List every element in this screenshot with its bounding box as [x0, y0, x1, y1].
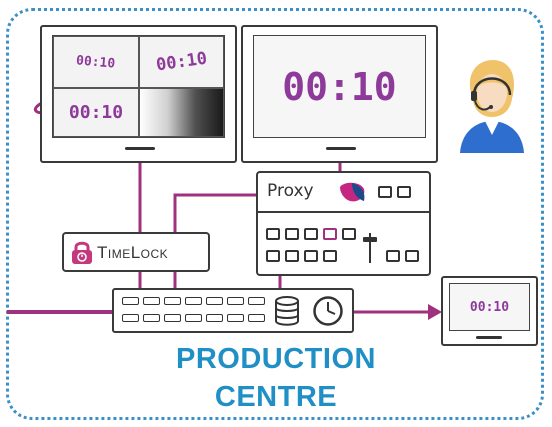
timelock-label: TimeLock: [97, 243, 169, 262]
multiviewer-gradient-tile: [139, 88, 224, 137]
panel-button[interactable]: [285, 250, 299, 262]
program-screen: 00:10: [253, 35, 426, 138]
panel-button-selected[interactable]: [323, 228, 337, 240]
timelock-box: TimeLock: [62, 232, 210, 272]
panel-button[interactable]: [304, 250, 318, 262]
production-centre-title-line2: CENTRE: [214, 381, 338, 413]
panel-button[interactable]: [386, 250, 400, 262]
proxy-header: Proxy: [258, 173, 429, 213]
router-port[interactable]: [248, 297, 265, 305]
proxy-label: Proxy: [267, 181, 314, 201]
fader-icon[interactable]: [360, 229, 380, 265]
router-port[interactable]: [143, 314, 160, 322]
timelock-logo-icon: [72, 241, 92, 264]
router-port[interactable]: [122, 314, 139, 322]
router-port[interactable]: [206, 314, 223, 322]
multiviewer-screen: 00:10 00:10 00:10: [52, 35, 225, 138]
panel-button[interactable]: [405, 250, 419, 262]
panel-button[interactable]: [285, 228, 299, 240]
router-port[interactable]: [185, 314, 202, 322]
multiviewer-tile-3: 00:10: [53, 88, 139, 137]
proxy-button[interactable]: [378, 186, 392, 198]
program-timecode: 00:10: [282, 64, 397, 109]
panel-button[interactable]: [342, 228, 356, 240]
router-port[interactable]: [248, 314, 265, 322]
production-centre-title-line1: PRODUCTION: [176, 343, 376, 375]
monitor-stand: [476, 336, 502, 339]
router-port[interactable]: [164, 314, 181, 322]
program-monitor: 00:10: [241, 25, 438, 163]
proxy-button[interactable]: [397, 186, 411, 198]
multiviewer-tile-2: 00:10: [139, 36, 224, 88]
panel-button[interactable]: [266, 228, 280, 240]
panel-button[interactable]: [266, 250, 280, 262]
panel-button[interactable]: [304, 228, 318, 240]
tile-timecode: 00:10: [154, 48, 209, 76]
tile-timecode: 00:10: [68, 102, 124, 123]
output-monitor: 00:10: [441, 276, 538, 346]
router-unit: [112, 288, 354, 333]
router-port[interactable]: [122, 297, 139, 305]
output-arrow-icon: [428, 304, 442, 320]
operator-headset-icon: [460, 59, 524, 153]
panel-button[interactable]: [323, 250, 337, 262]
router-port[interactable]: [227, 314, 244, 322]
proxy-logo-icon: [340, 182, 365, 202]
database-icon: [275, 296, 299, 326]
router-port[interactable]: [143, 297, 160, 305]
monitor-stand: [326, 147, 356, 150]
production-centre-frame: [6, 8, 544, 420]
router-port[interactable]: [185, 297, 202, 305]
monitor-stand: [125, 147, 155, 150]
router-port[interactable]: [227, 297, 244, 305]
router-port[interactable]: [206, 297, 223, 305]
proxy-panel: Proxy: [256, 171, 431, 276]
multiviewer-monitor: 00:10 00:10 00:10: [40, 25, 237, 163]
router-port[interactable]: [164, 297, 181, 305]
multiviewer-tile-1: 00:10: [53, 36, 139, 88]
output-timecode: 00:10: [469, 299, 510, 315]
clock-icon: [313, 296, 343, 326]
output-screen: 00:10: [449, 283, 530, 331]
tile-timecode: 00:10: [75, 52, 117, 72]
